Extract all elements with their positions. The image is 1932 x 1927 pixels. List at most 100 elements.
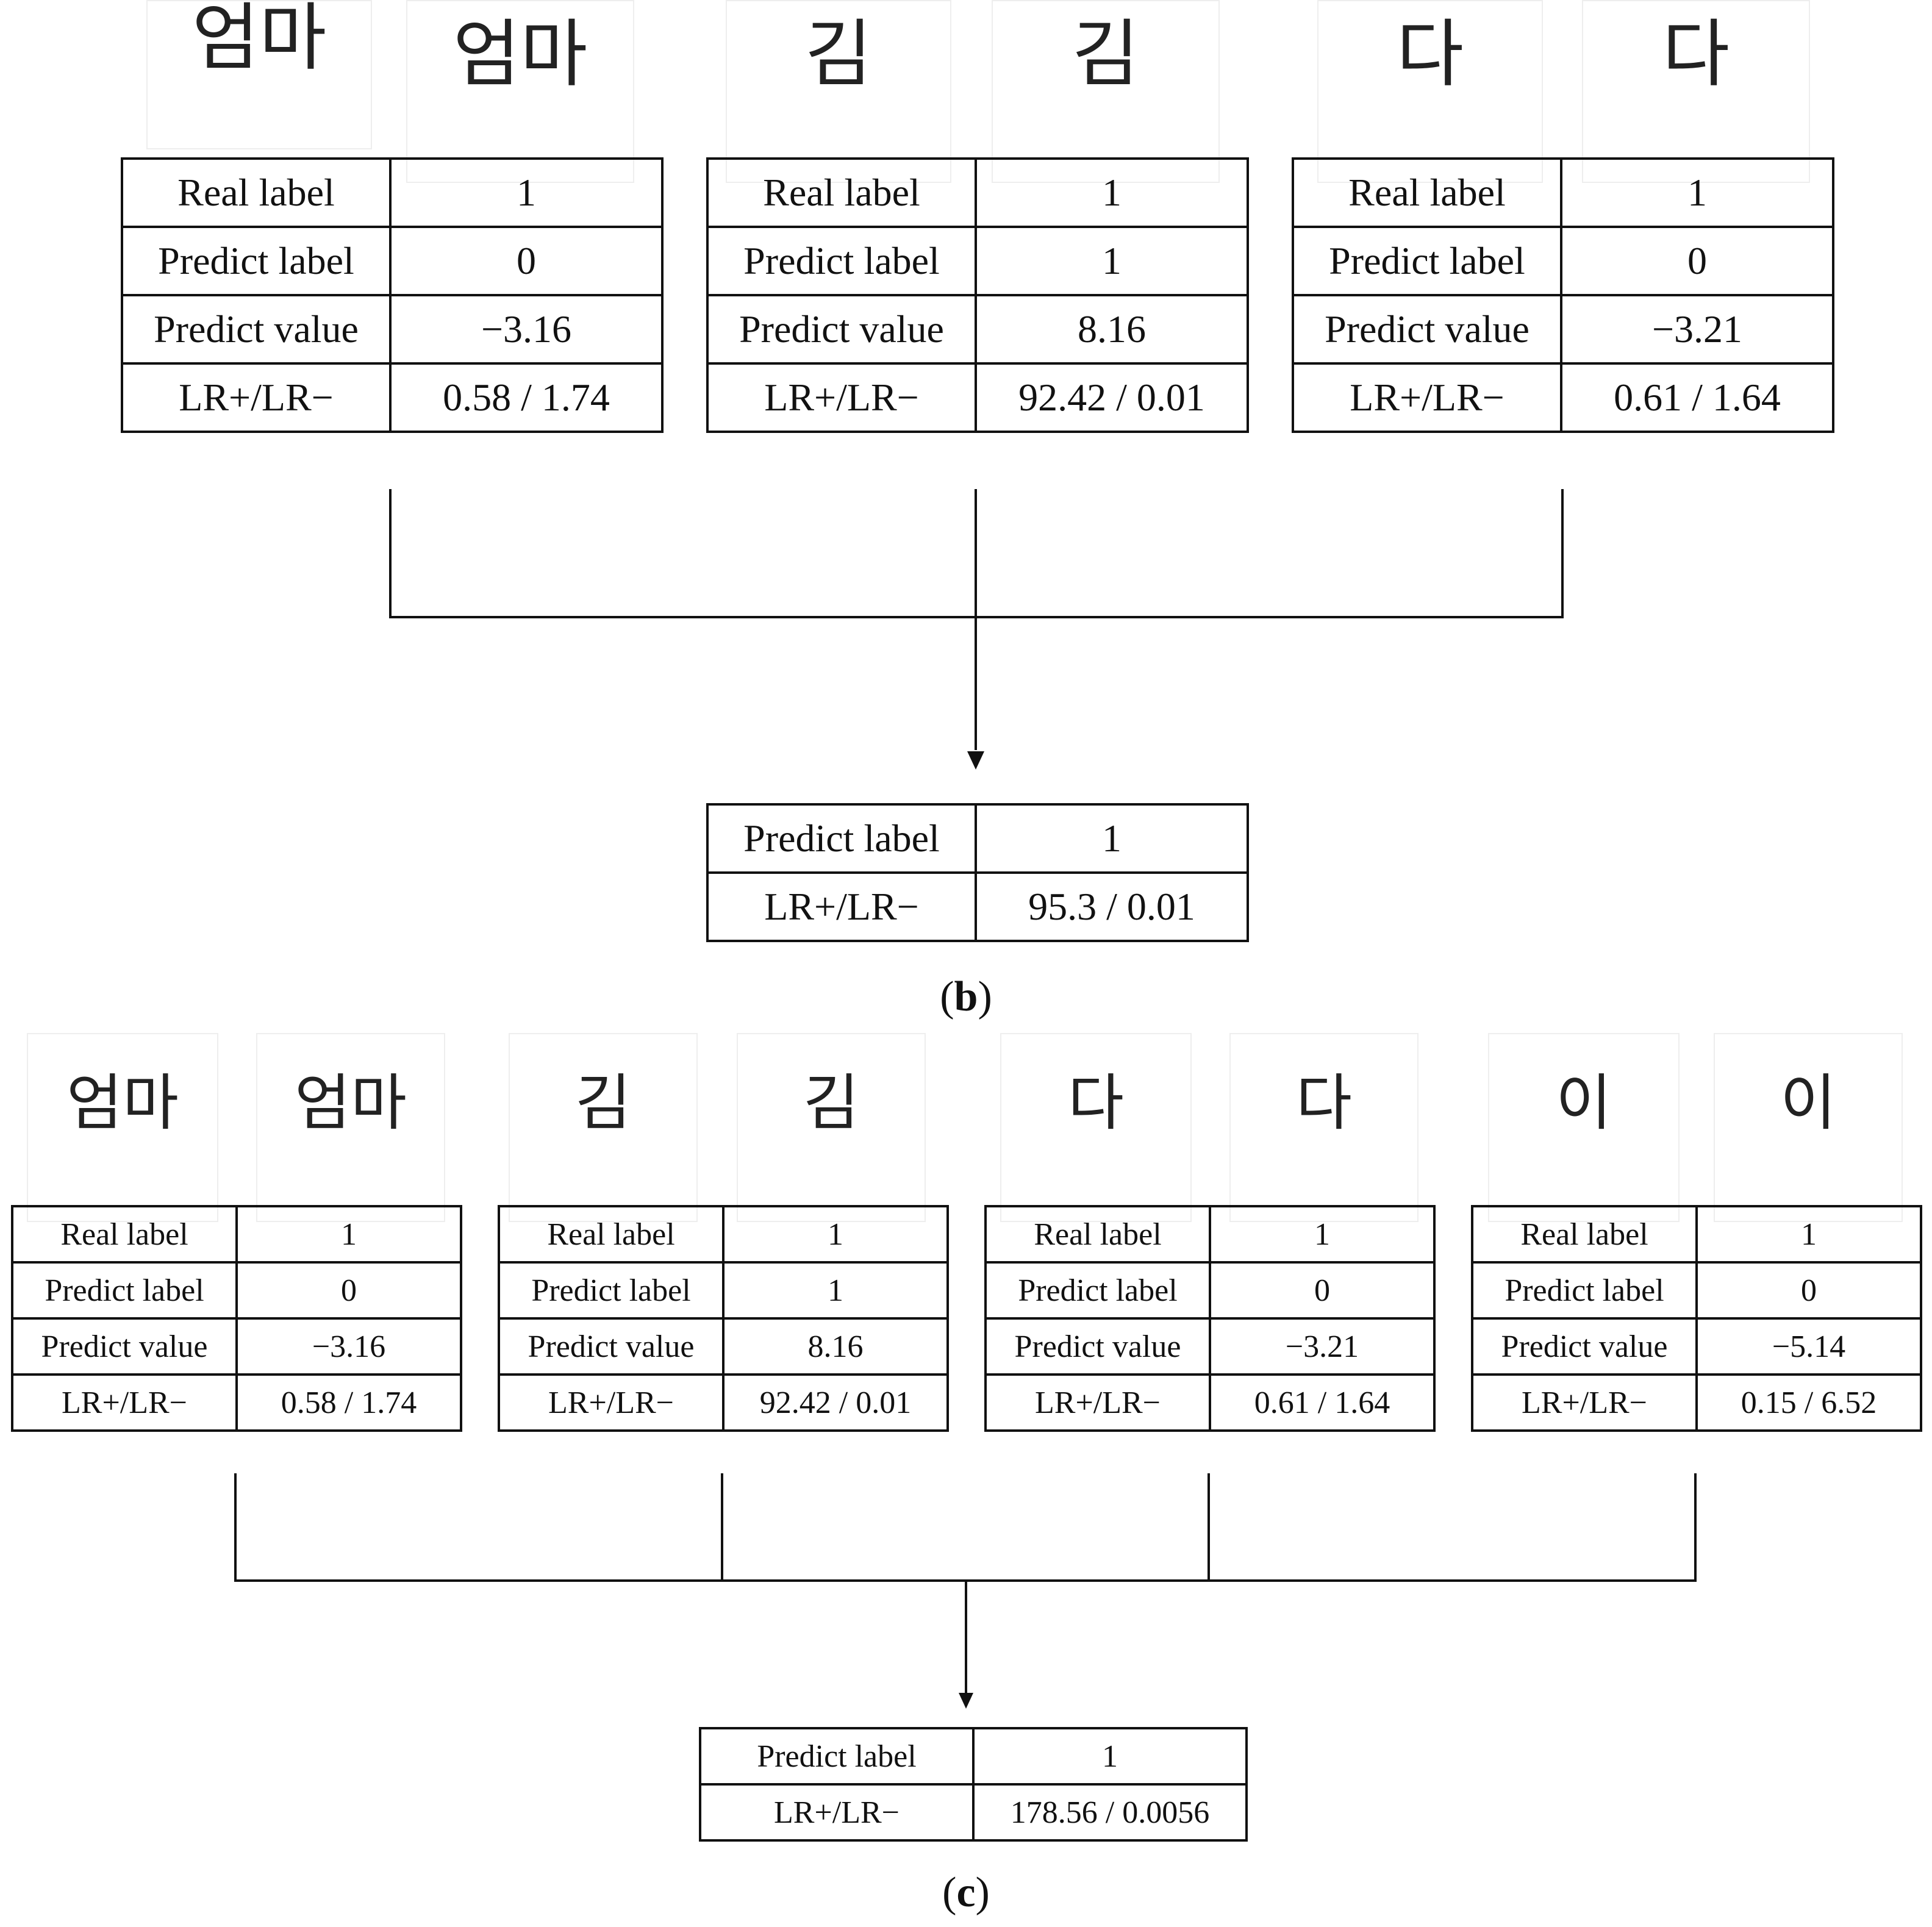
row-label: Real label <box>1471 1205 1698 1264</box>
row-value: 1 <box>975 226 1249 296</box>
table-row: LR+/LR−95.3 / 0.01 <box>706 871 1249 942</box>
row-value: 0 <box>235 1261 462 1320</box>
table-row: Predict value−3.16 <box>11 1317 462 1376</box>
panel-caption-c: (c) <box>942 1869 990 1916</box>
sample-glyph: 김 <box>1072 12 1140 97</box>
handwriting-sample-c-1a: 엄마 <box>27 1033 218 1222</box>
row-value: 0.15 / 6.52 <box>1695 1373 1922 1432</box>
table-row: LR+/LR−92.42 / 0.01 <box>498 1373 949 1432</box>
table-row: LR+/LR−178.56 / 0.0056 <box>699 1783 1248 1842</box>
row-value: 1 <box>722 1205 949 1264</box>
handwriting-sample-b-2a: 김 <box>726 0 951 183</box>
row-label: Predict label <box>11 1261 238 1320</box>
row-value: 1 <box>972 1727 1248 1786</box>
row-value: 1 <box>1209 1205 1436 1264</box>
sample-glyph: 이 <box>1556 1067 1612 1139</box>
row-value: 0 <box>1695 1261 1922 1320</box>
row-value: 92.42 / 0.01 <box>722 1373 949 1432</box>
table-row: LR+/LR−0.58 / 1.74 <box>11 1373 462 1432</box>
handwriting-sample-c-3b: 다 <box>1229 1033 1419 1222</box>
handwriting-sample-b-1a: 엄마 <box>146 0 372 149</box>
row-value: 0.58 / 1.74 <box>235 1373 462 1432</box>
table-row: LR+/LR−0.15 / 6.52 <box>1471 1373 1922 1432</box>
row-label: Real label <box>984 1205 1211 1264</box>
row-value: 1 <box>975 157 1249 228</box>
row-value: 0 <box>1209 1261 1436 1320</box>
row-value: 1 <box>389 157 664 228</box>
row-value: −3.16 <box>389 294 664 365</box>
row-label: Predict label <box>1292 226 1562 296</box>
row-label: LR+/LR− <box>1292 362 1562 433</box>
row-value: 0.58 / 1.74 <box>389 362 664 433</box>
table-row: LR+/LR−92.42 / 0.01 <box>706 362 1249 433</box>
row-value: −5.14 <box>1695 1317 1922 1376</box>
row-value: 1 <box>235 1205 462 1264</box>
handwriting-sample-b-2b: 김 <box>992 0 1220 183</box>
row-value: 178.56 / 0.0056 <box>972 1783 1248 1842</box>
sample-glyph: 김 <box>575 1067 631 1139</box>
caption-letter: b <box>954 973 978 1020</box>
row-value: 8.16 <box>975 294 1249 365</box>
sample-glyph: 다 <box>1396 12 1464 97</box>
row-value: 1 <box>1560 157 1834 228</box>
row-label: Predict label <box>984 1261 1211 1320</box>
sample-glyph: 엄마 <box>453 12 588 97</box>
sample-glyph: 엄마 <box>295 1067 407 1139</box>
handwriting-sample-c-3a: 다 <box>1000 1033 1192 1222</box>
handwriting-sample-b-1b: 엄마 <box>406 0 634 183</box>
sample-glyph: 김 <box>804 12 873 97</box>
handwriting-sample-c-1b: 엄마 <box>256 1033 445 1222</box>
row-value: −3.21 <box>1560 294 1834 365</box>
table-row: Predict value−3.16 <box>121 294 664 365</box>
row-value: −3.21 <box>1209 1317 1436 1376</box>
row-label: Real label <box>121 157 392 228</box>
sample-glyph: 엄마 <box>191 0 327 80</box>
row-label: Predict value <box>498 1317 724 1376</box>
sample-glyph: 엄마 <box>66 1067 179 1139</box>
row-value: 0.61 / 1.64 <box>1560 362 1834 433</box>
row-value: 1 <box>722 1261 949 1320</box>
table-row: Predict value−5.14 <box>1471 1317 1922 1376</box>
sample-glyph: 다 <box>1068 1067 1124 1139</box>
row-label: Predict value <box>121 294 392 365</box>
sample-glyph: 다 <box>1296 1067 1352 1139</box>
row-value: 92.42 / 0.01 <box>975 362 1249 433</box>
row-label: LR+/LR− <box>984 1373 1211 1432</box>
row-value: −3.16 <box>235 1317 462 1376</box>
row-label: Predict label <box>121 226 392 296</box>
table-row: Predict value−3.21 <box>1292 294 1834 365</box>
row-label: Predict value <box>706 294 977 365</box>
row-label: Real label <box>498 1205 724 1264</box>
row-label: LR+/LR− <box>699 1783 975 1842</box>
row-label: LR+/LR− <box>1471 1373 1698 1432</box>
row-label: LR+/LR− <box>706 362 977 433</box>
row-label: LR+/LR− <box>498 1373 724 1432</box>
row-value: 0 <box>1560 226 1834 296</box>
row-label: Predict label <box>498 1261 724 1320</box>
row-value: 1 <box>1695 1205 1922 1264</box>
